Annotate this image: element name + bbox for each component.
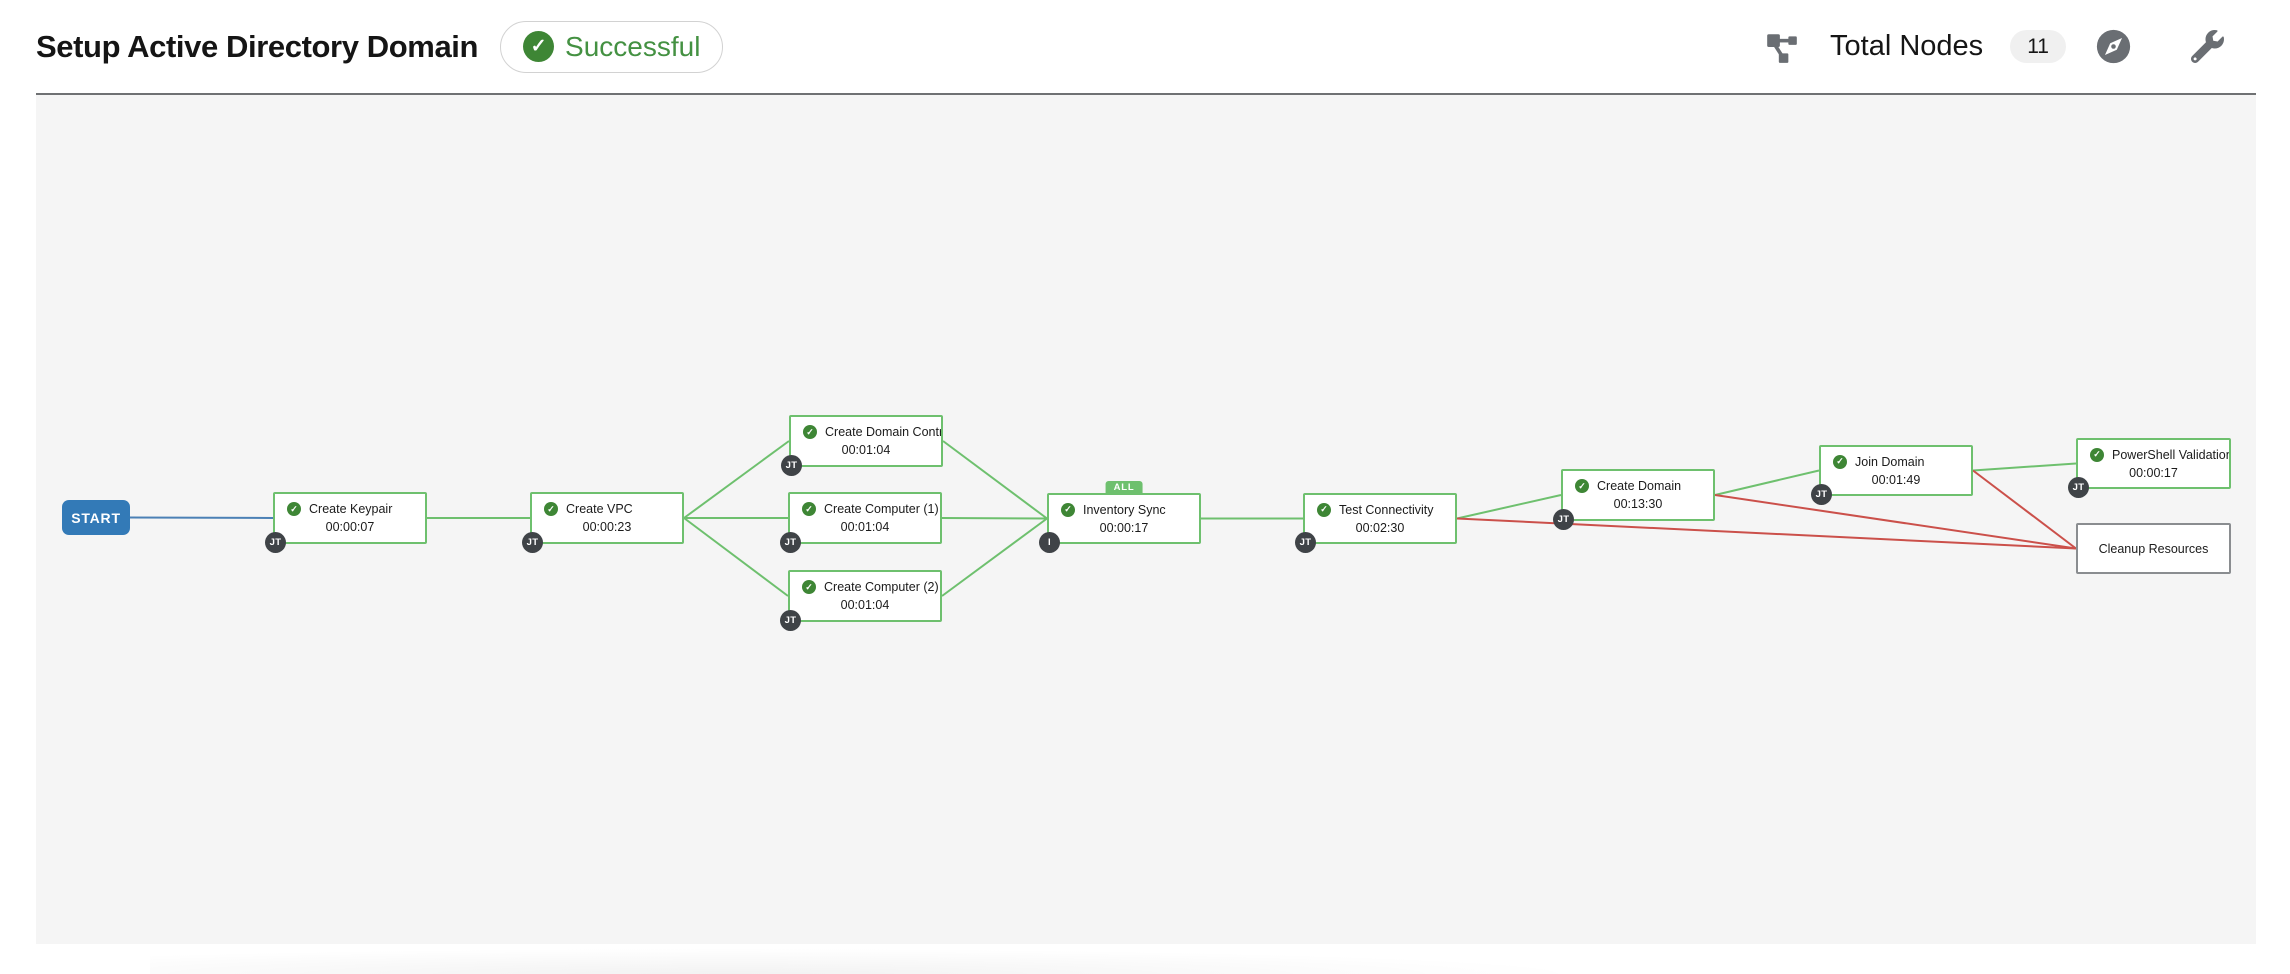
- node-success-check-icon: ✓: [1575, 479, 1589, 493]
- job-template-badge: JT: [781, 455, 802, 476]
- node-label: Test Connectivity: [1339, 502, 1434, 517]
- node-label: PowerShell Validation: [2112, 447, 2229, 462]
- node-elapsed-time: 00:01:49: [1871, 472, 1921, 487]
- node-elapsed-time: 00:02:30: [1355, 520, 1405, 535]
- job-template-badge: JT: [780, 532, 801, 553]
- node-title-row: ✓ Create Computer (1): [790, 502, 940, 516]
- node-success-check-icon: ✓: [1833, 454, 1847, 469]
- node-title-row: ✓ Test Connectivity: [1305, 502, 1455, 517]
- check-circle-icon: ✓: [523, 31, 555, 62]
- node-label: Inventory Sync: [1083, 502, 1166, 517]
- workflow-link-test-cleanup: [1456, 517, 2077, 550]
- page-title: Setup Active Directory Domain: [36, 28, 479, 64]
- workflow-link-cd-cleanup: [1714, 494, 2077, 550]
- job-template-badge: JT: [1811, 484, 1832, 505]
- node-label: Create Computer (2): [824, 580, 939, 594]
- job-template-badge: JT: [1295, 532, 1316, 553]
- status-badge: ✓ Successful: [500, 20, 724, 73]
- node-title-row: ✓ PowerShell Validation: [2078, 447, 2229, 462]
- job-template-badge: JT: [265, 532, 286, 553]
- node-title-row: ✓ Create Domain Contr…: [791, 425, 941, 439]
- node-title-row: ✓ Create VPC: [532, 502, 682, 516]
- node-elapsed-time: 00:00:23: [582, 520, 632, 534]
- workflow-link-cd-jd: [1714, 469, 1820, 496]
- node-title-row: ✓ Create Domain: [1563, 479, 1713, 493]
- node-title-row: ✓ Inventory Sync: [1049, 502, 1199, 517]
- workflow-node-cleanup[interactable]: Cleanup Resources: [2076, 523, 2231, 574]
- node-success-check-icon: ✓: [287, 502, 301, 516]
- node-title-row: ✓ Join Domain: [1821, 454, 1971, 469]
- bottom-shadow: [150, 948, 1600, 974]
- node-elapsed-time: 00:01:04: [841, 443, 891, 457]
- workflow-link-jd-psv: [1972, 462, 2077, 472]
- node-title-row: ✓ Create Keypair: [275, 502, 425, 516]
- workflow-link-dc-inv: [942, 440, 1048, 520]
- node-success-check-icon: ✓: [1317, 502, 1331, 517]
- workflow-node-inv[interactable]: ✓ Inventory Sync 00:00:17 ALL I: [1039, 481, 1201, 553]
- job-template-badge: JT: [2068, 477, 2089, 498]
- workflow-link-vpc-c2: [683, 517, 789, 597]
- workflow-link-test-cd: [1456, 494, 1562, 520]
- node-success-check-icon: ✓: [802, 502, 816, 516]
- wrench-icon[interactable]: [2191, 30, 2224, 63]
- status-label: Successful: [565, 30, 701, 62]
- node-title-row: ✓ Create Computer (2): [790, 580, 940, 594]
- node-success-check-icon: ✓: [2090, 447, 2104, 462]
- node-success-check-icon: ✓: [544, 502, 558, 516]
- node-elapsed-time: 00:00:07: [325, 520, 375, 534]
- sitemap-icon: [1764, 29, 1800, 65]
- node-label: Create VPC: [566, 502, 633, 516]
- node-elapsed-time: 00:13:30: [1613, 497, 1663, 511]
- page-header: Setup Active Directory Domain ✓ Successf…: [0, 0, 2290, 93]
- workflow-link-c2-inv: [941, 517, 1048, 597]
- job-template-badge: JT: [780, 610, 801, 631]
- workflow-link-c1-inv: [941, 517, 1048, 520]
- node-success-check-icon: ✓: [802, 580, 816, 594]
- node-label: Create Computer (1): [824, 502, 939, 516]
- node-label: Create Domain Contr…: [825, 425, 941, 439]
- node-label: Join Domain: [1855, 454, 1925, 469]
- node-success-check-icon: ✓: [1061, 502, 1075, 517]
- workflow-link-start-keypair: [129, 516, 274, 519]
- node-label: Create Domain: [1597, 479, 1682, 493]
- total-nodes-count: 11: [2010, 30, 2066, 63]
- workflow-start-node: START: [62, 500, 130, 535]
- node-elapsed-time: 00:00:17: [1099, 520, 1149, 535]
- compass-icon[interactable]: [2096, 29, 2131, 64]
- node-elapsed-time: 00:00:17: [2129, 465, 2178, 480]
- node-elapsed-time: 00:01:04: [840, 598, 890, 612]
- workflow-link-vpc-dc: [683, 440, 790, 519]
- node-label: Cleanup Resources: [2098, 541, 2209, 556]
- inventory-source-badge: I: [1039, 532, 1060, 553]
- node-elapsed-time: 00:01:04: [840, 520, 890, 534]
- workflow-link-jd-cleanup: [1972, 469, 2077, 550]
- node-label: Create Keypair: [309, 502, 393, 516]
- node-success-check-icon: ✓: [803, 425, 817, 439]
- node-convergence-tab: ALL: [1105, 481, 1143, 495]
- job-template-badge: JT: [1553, 509, 1574, 530]
- job-template-badge: JT: [522, 532, 543, 553]
- total-nodes-label: Total Nodes: [1830, 30, 1984, 62]
